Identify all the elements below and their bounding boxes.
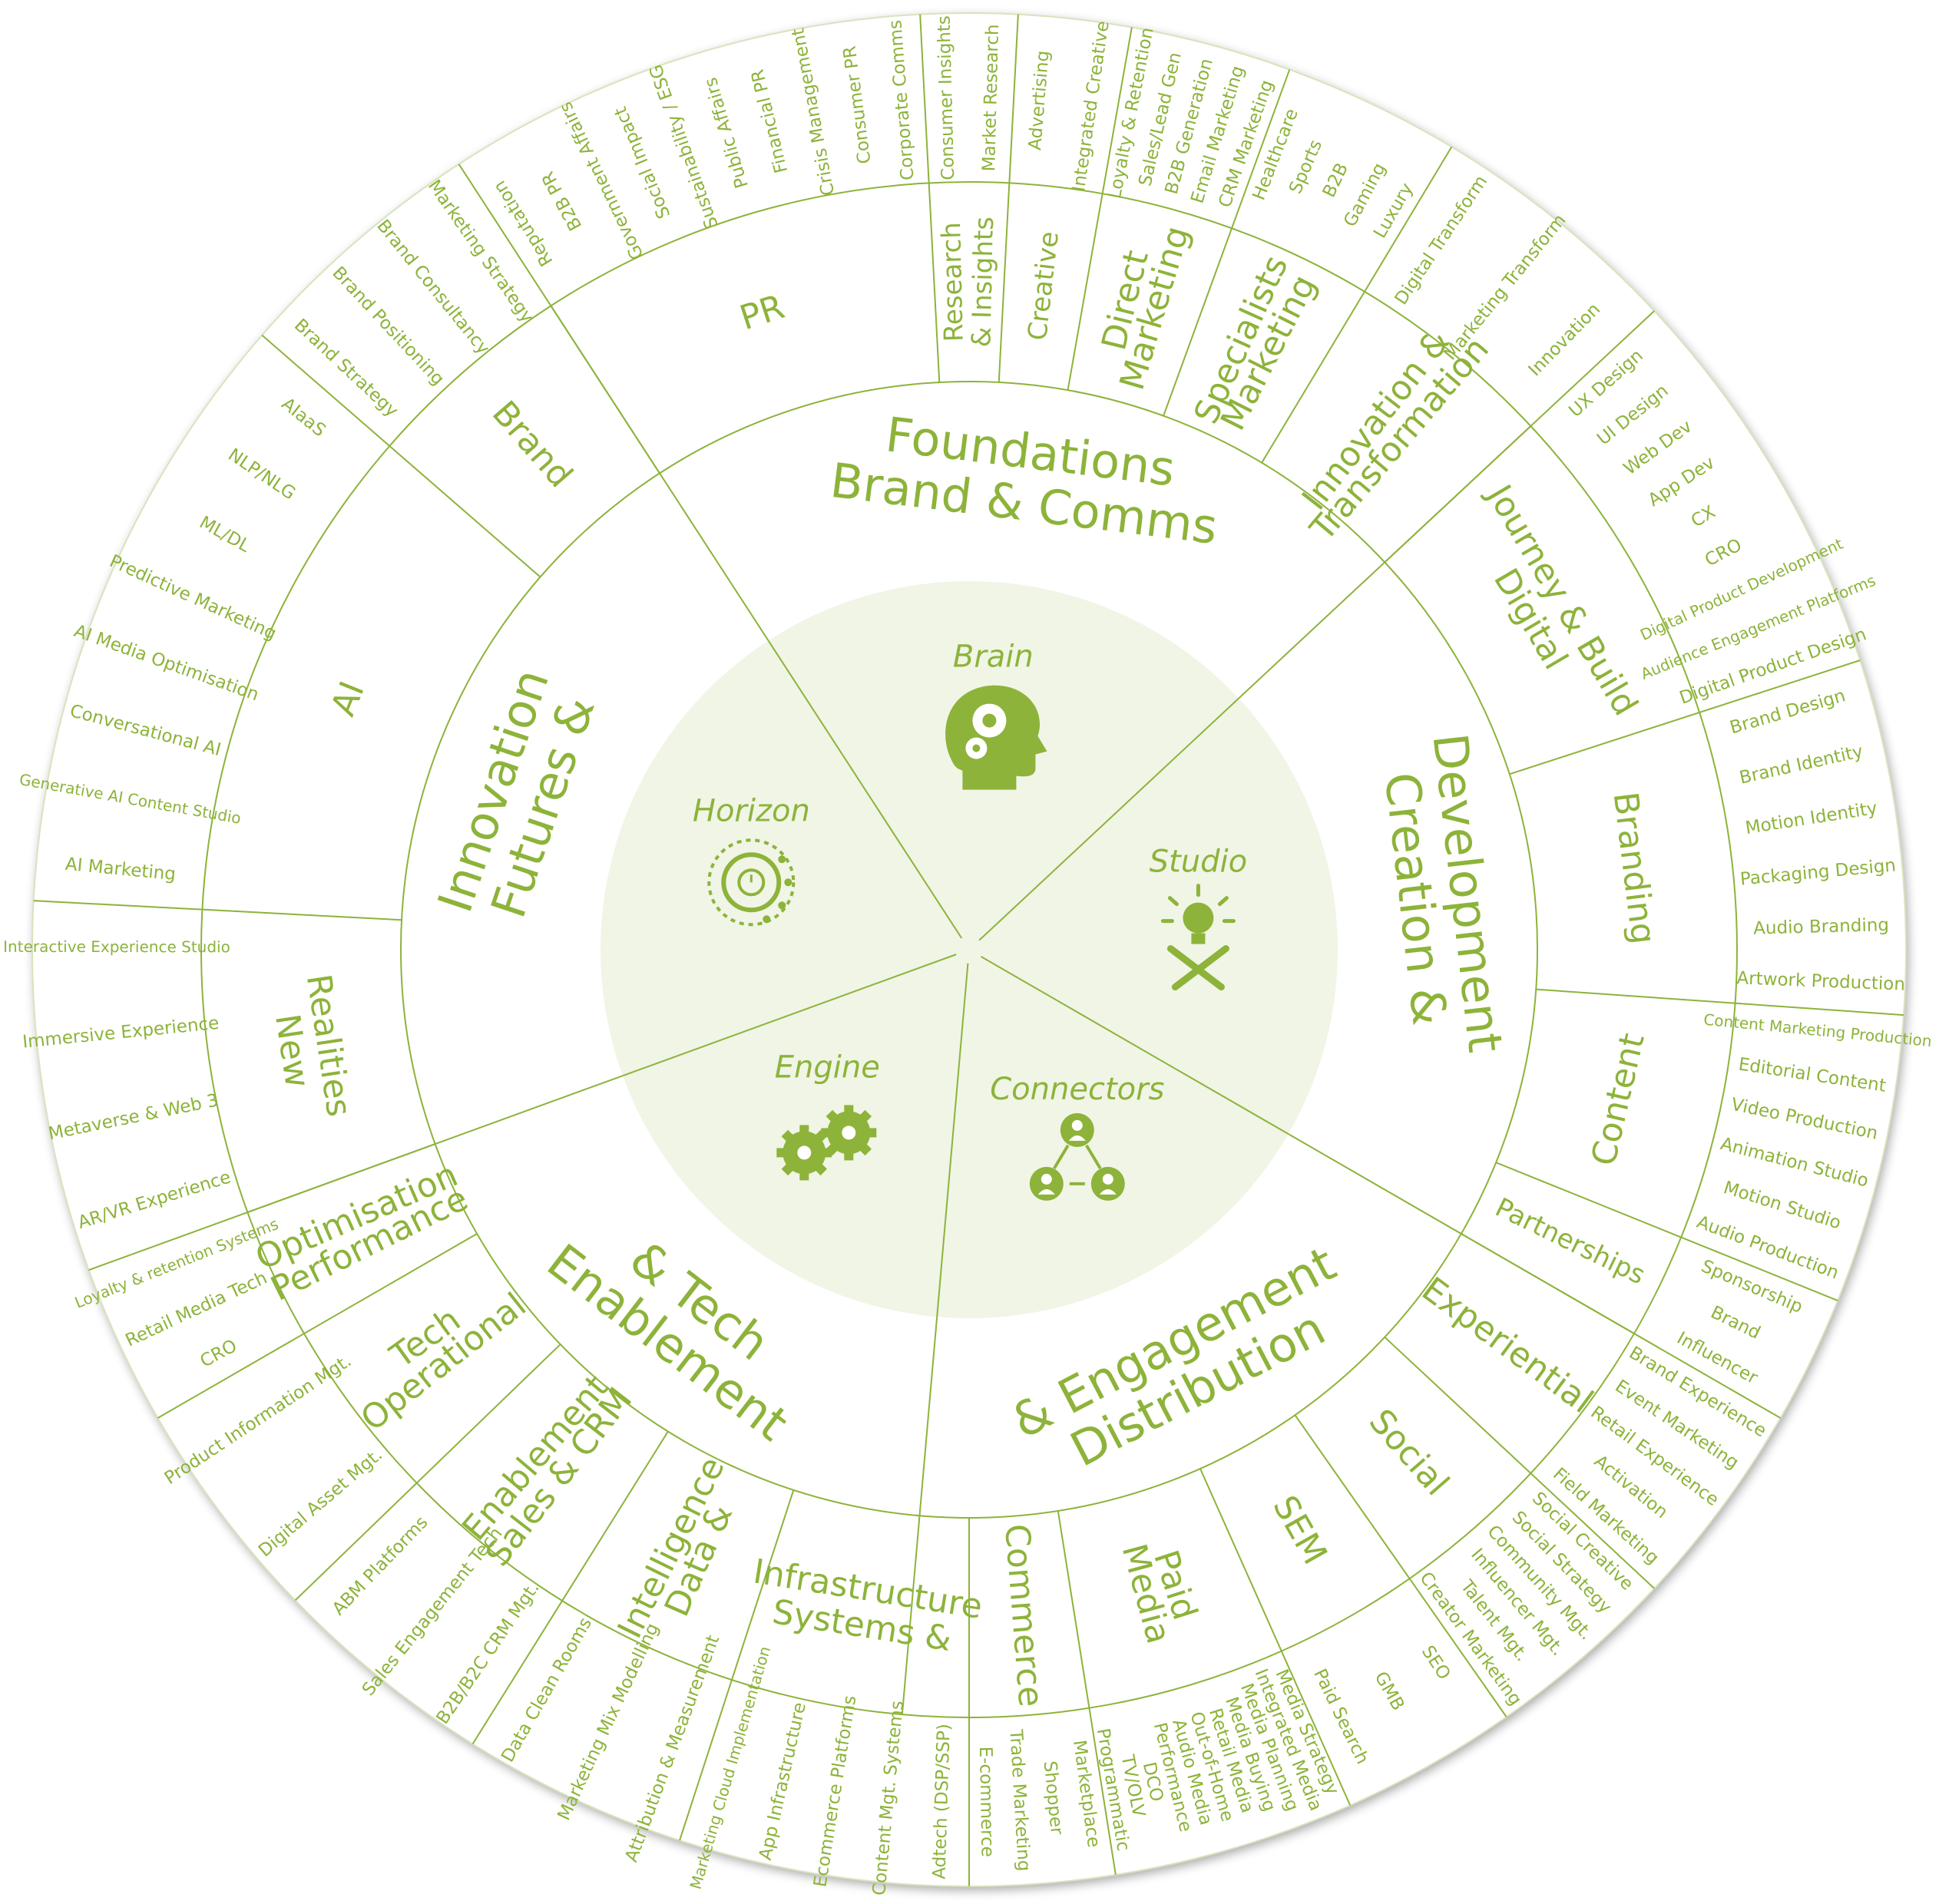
category-divider-10: [1495, 1162, 1838, 1301]
clock-face: [737, 868, 766, 897]
item-adtech-dsp-ssp: Adtech (DSP/SSP): [929, 1724, 954, 1879]
core-label-connectors: Connectors: [990, 1072, 1164, 1107]
person-body-3: [1099, 1188, 1117, 1195]
category-divider-3: [998, 14, 1019, 383]
divider-lines: [31, 12, 1907, 1887]
item-audio-branding: Audio Branding: [1753, 915, 1889, 939]
circuit-node-2: [784, 878, 792, 887]
gear-ring: [721, 852, 782, 913]
core-divider-lines: [622, 640, 1289, 1317]
category-divider-7: [1384, 310, 1655, 564]
category-divider-6: [1261, 146, 1453, 464]
core-label-studio: Studio: [1150, 845, 1247, 880]
core-divider-5: [622, 949, 970, 1077]
item-interactive-experience-studio: Interactive Experience Studio: [3, 937, 230, 957]
gear-large-hub: [982, 713, 997, 728]
category-divider-22: [33, 900, 402, 921]
core-label-horizon: Horizon: [693, 793, 810, 828]
core-label-brain: Brain: [953, 640, 1034, 675]
bulb-base: [1191, 933, 1206, 944]
circuit-node-3: [778, 901, 786, 910]
item-e-commerce: E-commerce: [975, 1746, 998, 1857]
category-divider-8: [1509, 659, 1861, 775]
pencil: [1171, 945, 1229, 991]
person-head-3: [1102, 1173, 1113, 1185]
category-divider-23: [261, 334, 541, 578]
core-hub: [955, 936, 983, 964]
category-divider-18: [472, 1431, 669, 1745]
person-body-2: [1037, 1188, 1055, 1195]
core-divider-3: [968, 949, 1289, 1135]
item-consumer-insights: Consumer Insights: [935, 15, 959, 180]
category-research-insights-line-2: & Insights: [966, 217, 1000, 348]
category-divider-2: [919, 14, 941, 383]
category-divider-17: [679, 1489, 795, 1841]
category-divider-11: [1461, 1233, 1782, 1419]
people-network-icon: [1029, 1112, 1125, 1201]
person-head-1: [1071, 1119, 1083, 1131]
head-shape: [945, 685, 1047, 790]
category-divider-9: [1536, 988, 1904, 1016]
core-icons: [707, 685, 1236, 1201]
category-divider-12: [1384, 1336, 1655, 1589]
circuit-node-4: [763, 915, 771, 924]
link-2: [1085, 1144, 1102, 1169]
category-divider-19: [294, 1344, 561, 1602]
double-gear-icon: [776, 1105, 877, 1181]
ray-2: [1167, 896, 1179, 907]
item-market-research: Market Research: [979, 24, 1003, 171]
category-divider-5: [1163, 69, 1291, 416]
brain-gears-icon: [945, 685, 1047, 790]
ray-3: [1217, 896, 1229, 907]
gear-hole-1: [797, 1145, 812, 1160]
category-divider-20: [157, 1233, 478, 1419]
category-divider-21: [88, 1143, 435, 1271]
category-divider-4: [1067, 27, 1133, 391]
category-divider-15: [1057, 1510, 1117, 1876]
category-divider-14: [1199, 1468, 1352, 1806]
bulb: [1183, 902, 1214, 934]
core-divider-1: [767, 640, 970, 950]
core-label-engine: Engine: [775, 1050, 880, 1085]
gear-hole-2: [842, 1126, 856, 1140]
category-divider-13: [1294, 1414, 1507, 1717]
person-body-1: [1068, 1135, 1086, 1141]
lightbulb-tools-icon: [1160, 884, 1236, 991]
person-head-2: [1041, 1173, 1052, 1185]
category-research-insights-line-1: Research: [936, 222, 970, 342]
gear-small-hub: [972, 744, 981, 752]
core-divider-4: [936, 949, 970, 1317]
circuit-node-1: [778, 855, 786, 864]
core-divider-2: [968, 697, 1239, 950]
category-divider-1: [458, 164, 660, 474]
link-1: [1053, 1144, 1070, 1169]
